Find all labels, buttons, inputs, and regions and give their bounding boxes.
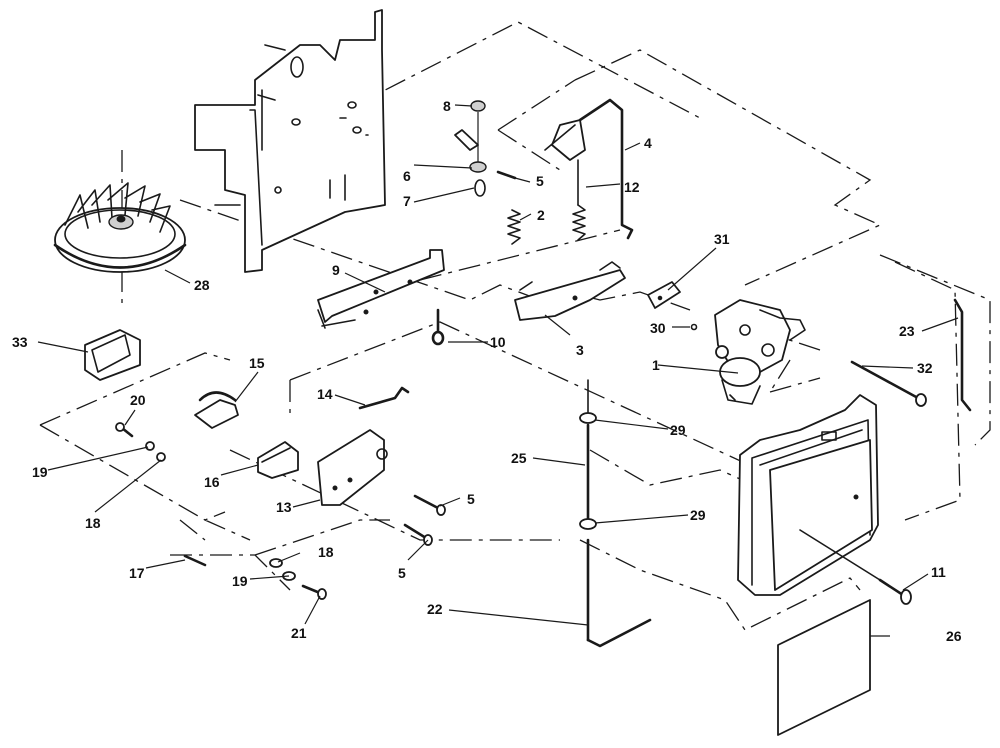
flywheel-fan	[53, 150, 187, 310]
housing-plate-outline	[194, 9, 386, 273]
filter-element	[777, 599, 871, 736]
callout-5-screw-lower: 5	[398, 565, 406, 581]
callout-11: 11	[931, 564, 946, 580]
callout-21: 21	[291, 625, 307, 641]
eye-screw	[431, 308, 445, 346]
callout-16: 16	[204, 474, 220, 490]
leader-lines	[37, 104, 959, 637]
throttle-linkage	[544, 98, 634, 240]
air-cleaner	[737, 394, 879, 596]
dash-upper-frame	[349, 21, 882, 286]
link-7	[474, 179, 486, 197]
callout-labels: 1 2 3 4 5 5 5 6 7 8 9 10 11 12 13 14 15 …	[12, 98, 962, 644]
callout-14: 14	[317, 386, 333, 402]
callout-1: 1	[652, 357, 660, 373]
callout-17: 17	[129, 565, 145, 581]
dash-bottom-frame	[170, 519, 390, 591]
callout-6: 6	[403, 168, 411, 184]
switch-16	[257, 441, 299, 479]
linkage-14	[358, 386, 410, 410]
shroud-clip	[84, 329, 141, 381]
callout-32: 32	[917, 360, 933, 376]
callout-7: 7	[403, 193, 411, 209]
callout-9: 9	[332, 262, 340, 278]
lever-assembly	[454, 100, 517, 197]
callout-23: 23	[899, 323, 915, 339]
springs	[507, 159, 586, 245]
callout-19-upper: 19	[32, 464, 48, 480]
callout-18-upper: 18	[85, 515, 101, 531]
callout-8: 8	[443, 98, 451, 114]
dash-mid-lower-frame	[179, 321, 761, 541]
screw-11	[799, 529, 912, 605]
callout-30: 30	[650, 320, 666, 336]
control-bracket	[514, 261, 626, 321]
callout-25: 25	[511, 450, 527, 466]
callout-20: 20	[130, 392, 146, 408]
governor-bracket	[317, 249, 445, 329]
dash-middle-frame	[179, 199, 691, 311]
callout-31: 31	[714, 231, 730, 247]
nut-8	[470, 100, 486, 112]
callout-2: 2	[537, 207, 545, 223]
callout-10: 10	[490, 334, 506, 350]
callout-12: 12	[624, 179, 640, 195]
callout-28: 28	[194, 277, 210, 293]
callout-13: 13	[276, 499, 292, 515]
dash-left-frame	[39, 352, 251, 541]
callout-5-lever: 5	[536, 173, 544, 189]
callout-3: 3	[576, 342, 584, 358]
callout-26: 26	[946, 628, 962, 644]
governor-rods	[579, 379, 652, 648]
callout-5-screw-upper: 5	[467, 491, 475, 507]
callout-18-lower: 18	[318, 544, 334, 560]
choke-rod	[953, 298, 972, 412]
callout-19-lower: 19	[232, 573, 248, 589]
callout-22: 22	[427, 601, 443, 617]
carburetor	[714, 299, 806, 405]
callout-29-upper: 29	[670, 422, 686, 438]
washer-6	[469, 161, 487, 173]
blower-housing-plate	[194, 9, 386, 273]
small-plate	[647, 281, 698, 331]
assembly-dash-lines	[39, 21, 991, 631]
callout-29-lower: 29	[690, 507, 706, 523]
callout-33: 33	[12, 334, 28, 350]
long-screw-32	[850, 360, 927, 407]
mounting-plate-13	[317, 429, 388, 506]
dash-right-frame	[764, 254, 991, 521]
switch-clip	[194, 391, 239, 429]
callout-4: 4	[644, 135, 652, 151]
callout-15: 15	[249, 355, 265, 371]
